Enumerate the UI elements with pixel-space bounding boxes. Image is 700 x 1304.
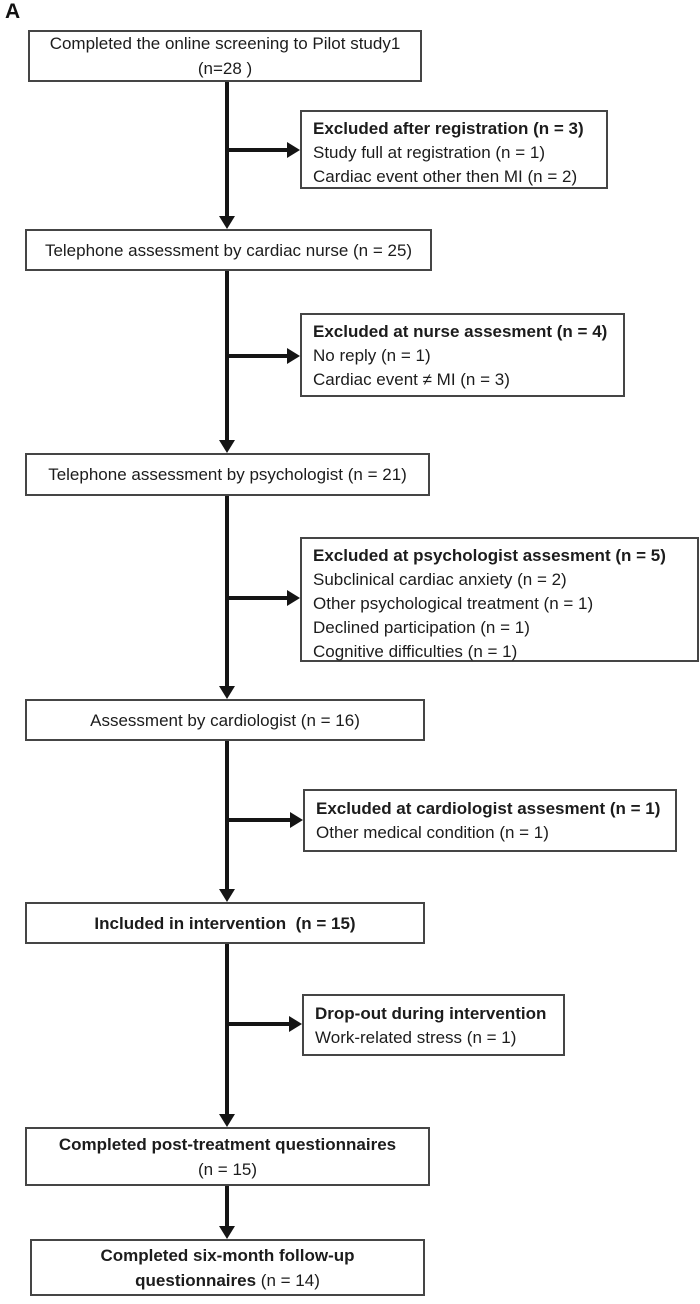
dropout-item1: Work-related stress (n = 1)	[315, 1028, 517, 1047]
arrowhead-down-6	[219, 1226, 235, 1239]
box-online-screening-line2: (n=28 )	[197, 59, 253, 78]
excluded-psychologist-item4: Cognitive difficulties (n = 1)	[313, 642, 518, 661]
excluded-psychologist-item2: Other psychological treatment (n = 1)	[313, 594, 594, 613]
box-posttreatment-line2: (n = 15)	[197, 1159, 258, 1179]
box-excluded-after-registration: Excluded after registration (n = 3) Stud…	[300, 110, 608, 189]
excluded-registration-item2: Cardiac event other then MI (n = 2)	[313, 167, 578, 186]
excluded-cardiologist-item1: Other medical condition (n = 1)	[316, 823, 549, 842]
box-cardiologist-assessment: Assessment by cardiologist (n = 16)	[25, 699, 425, 741]
box-cardiologist-assessment-label: Assessment by cardiologist (n = 16)	[90, 710, 360, 730]
panel-label: A	[5, 0, 21, 23]
arrow-line-posttreatment-to-followup	[225, 1186, 229, 1226]
box-included-intervention-label: Included in intervention (n = 15)	[94, 913, 356, 933]
box-followup-line2-regular: (n = 14)	[260, 1270, 320, 1290]
excluded-nurse-title: Excluded at nurse assesment (n = 4)	[313, 322, 608, 341]
box-dropout-intervention: Drop-out during intervention Work-relate…	[302, 994, 565, 1056]
branch-line-psychologist-exclusion	[225, 596, 287, 600]
arrowhead-right-2	[287, 348, 300, 364]
box-excluded-cardiologist-assessment: Excluded at cardiologist assesment (n = …	[303, 789, 677, 852]
box-followup-line2: questionnaires (n = 14)	[135, 1268, 320, 1293]
excluded-registration-title: Excluded after registration (n = 3)	[313, 119, 584, 138]
arrow-line-cardiologist-to-included	[225, 741, 229, 889]
arrowhead-down-1	[219, 216, 235, 229]
branch-line-nurse-exclusion	[225, 354, 287, 358]
box-followup-questionnaires: Completed six-month follow-up questionna…	[30, 1239, 425, 1296]
arrowhead-right-1	[287, 142, 300, 158]
box-followup-line1: Completed six-month follow-up	[100, 1245, 355, 1265]
excluded-psychologist-item3: Declined participation (n = 1)	[313, 618, 530, 637]
dropout-title: Drop-out during intervention	[315, 1004, 547, 1023]
arrowhead-right-3	[287, 590, 300, 606]
box-psychologist-assessment-label: Telephone assessment by psychologist (n …	[48, 465, 407, 484]
box-psychologist-assessment: Telephone assessment by psychologist (n …	[25, 453, 430, 496]
arrowhead-right-5	[289, 1016, 302, 1032]
branch-line-registration-exclusion	[225, 148, 287, 152]
excluded-cardiologist-title: Excluded at cardiologist assesment (n = …	[316, 799, 661, 818]
arrowhead-down-5	[219, 1114, 235, 1127]
box-online-screening-line1: Completed the online screening to Pilot …	[49, 34, 401, 53]
arrow-line-psychologist-to-cardiologist	[225, 496, 229, 686]
excluded-registration-item1: Study full at registration (n = 1)	[313, 143, 545, 162]
arrow-line-included-to-posttreatment	[225, 944, 229, 1114]
arrowhead-down-2	[219, 440, 235, 453]
box-excluded-psychologist-assessment: Excluded at psychologist assesment (n = …	[300, 537, 699, 662]
box-excluded-nurse-assessment: Excluded at nurse assesment (n = 4) No r…	[300, 313, 625, 397]
arrowhead-down-4	[219, 889, 235, 902]
excluded-psychologist-item1: Subclinical cardiac anxiety (n = 2)	[313, 570, 567, 589]
box-nurse-assessment: Telephone assessment by cardiac nurse (n…	[25, 229, 432, 271]
box-online-screening: Completed the online screening to Pilot …	[28, 30, 422, 82]
box-posttreatment-questionnaires: Completed post-treatment questionnaires …	[25, 1127, 430, 1186]
box-posttreatment-line1: Completed post-treatment questionnaires	[58, 1134, 397, 1154]
excluded-psychologist-title: Excluded at psychologist assesment (n = …	[313, 546, 666, 565]
branch-line-cardiologist-exclusion	[225, 818, 290, 822]
box-followup-line2-bold: questionnaires	[135, 1270, 257, 1290]
arrowhead-right-4	[290, 812, 303, 828]
branch-line-dropout	[225, 1022, 289, 1026]
box-nurse-assessment-label: Telephone assessment by cardiac nurse (n…	[44, 240, 413, 260]
excluded-nurse-item1: No reply (n = 1)	[313, 346, 431, 365]
box-included-intervention: Included in intervention (n = 15)	[25, 902, 425, 944]
arrowhead-down-3	[219, 686, 235, 699]
excluded-nurse-item2: Cardiac event ≠ MI (n = 3)	[313, 370, 510, 389]
